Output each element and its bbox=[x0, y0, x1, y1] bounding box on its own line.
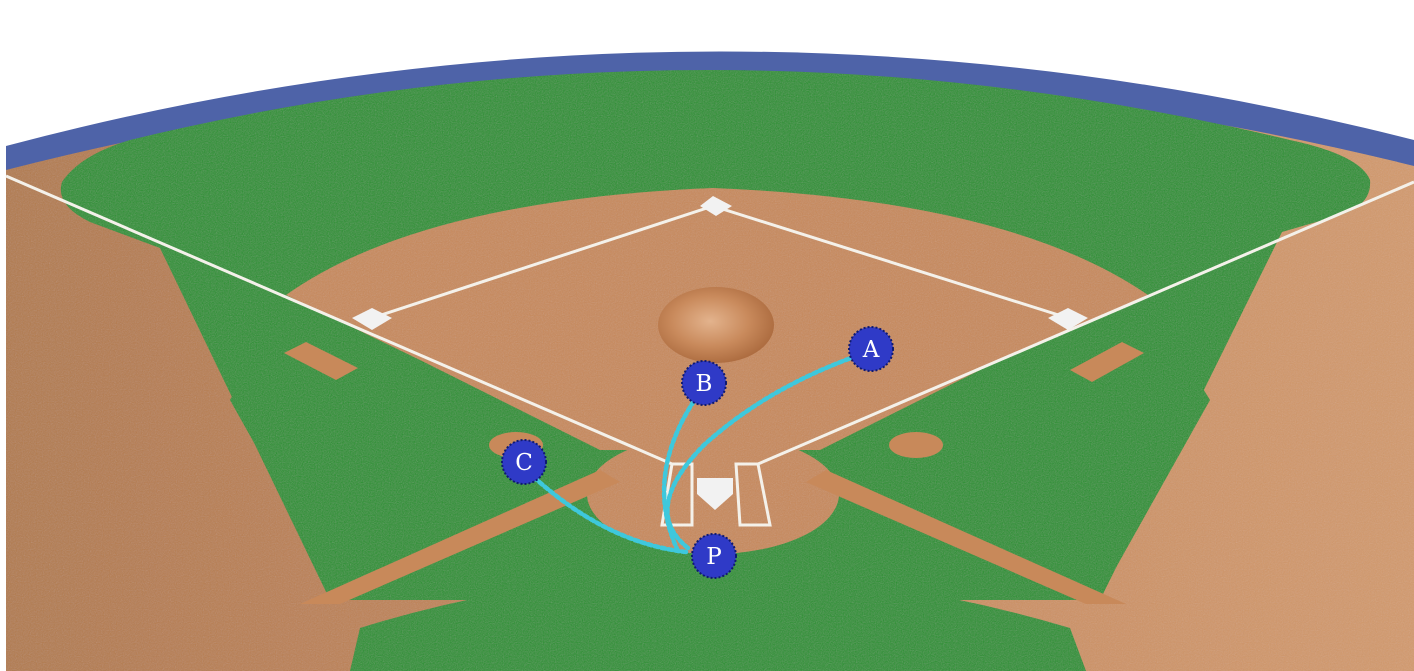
marker-a: A bbox=[849, 327, 893, 371]
marker-c: C bbox=[502, 440, 546, 484]
marker-p: P bbox=[692, 534, 736, 578]
marker-a-label: A bbox=[862, 337, 880, 363]
marker-p-label: P bbox=[706, 544, 721, 570]
on-deck-circle-right bbox=[889, 432, 943, 458]
pitchers-mound bbox=[658, 287, 774, 363]
marker-b-label: B bbox=[696, 371, 713, 397]
marker-c-label: C bbox=[515, 450, 533, 476]
marker-b: B bbox=[682, 361, 726, 405]
